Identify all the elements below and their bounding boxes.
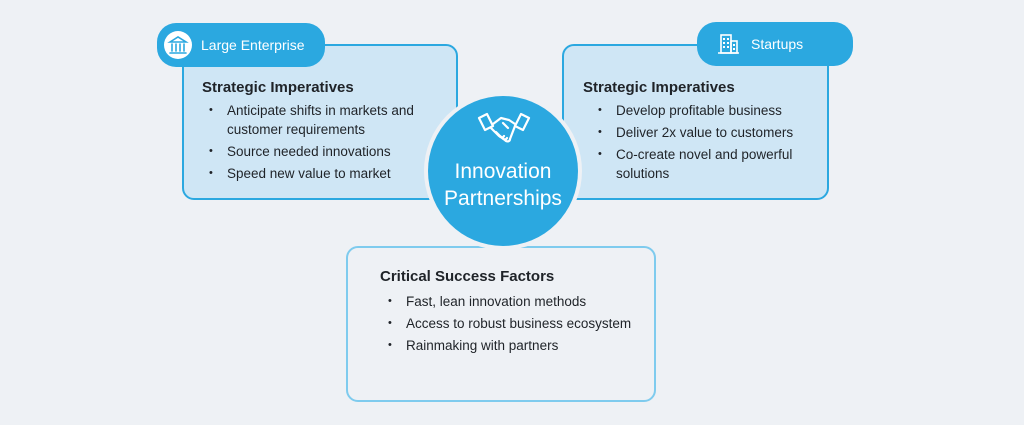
enterprise-bullet: •Source needed innovations	[209, 144, 391, 159]
startups-bullet: •Co-create novel and powerful solutions	[598, 147, 793, 181]
innovation-partnerships-title: Innovation Partnerships	[444, 160, 562, 210]
building-columns-icon	[164, 31, 192, 59]
enterprise-bullet: •Speed new value to market	[209, 166, 391, 181]
bullet-dot: •	[209, 167, 213, 179]
bullet-dot: •	[209, 145, 213, 157]
success-factor-bullet: •Rainmaking with partners	[388, 338, 559, 353]
startups-panel-title: Strategic Imperatives	[583, 79, 735, 96]
bullet-dot: •	[209, 104, 213, 116]
bullet-dot: •	[388, 339, 392, 351]
startups-bullet-list: •Develop profitable business •Deliver 2x…	[592, 101, 828, 186]
innovation-partnerships-hub: Innovation Partnerships	[428, 96, 578, 246]
handshake-icon	[477, 112, 531, 143]
success-factors-title: Critical Success Factors	[380, 268, 555, 285]
bullet-dot: •	[598, 148, 602, 160]
large-enterprise-label: Large Enterprise	[201, 37, 305, 53]
success-factors-bullet-list: •Fast, lean innovation methods •Access t…	[382, 292, 652, 358]
bullet-dot: •	[388, 295, 392, 307]
enterprise-panel: Strategic Imperatives •Anticipate shifts…	[182, 44, 458, 200]
bullet-dot: •	[598, 104, 602, 116]
enterprise-panel-title: Strategic Imperatives	[202, 79, 354, 96]
bullet-dot: •	[598, 126, 602, 138]
success-factor-bullet: •Access to robust business ecosystem	[388, 316, 632, 331]
startups-tab: Startups	[697, 22, 853, 66]
enterprise-bullet-list: •Anticipate shifts in markets and custom…	[203, 101, 453, 186]
office-building-icon	[718, 34, 739, 54]
startups-bullet: •Deliver 2x value to customers	[598, 125, 794, 140]
success-factor-bullet: •Fast, lean innovation methods	[388, 294, 587, 309]
large-enterprise-tab: Large Enterprise	[157, 23, 325, 67]
startups-panel: Strategic Imperatives •Develop profitabl…	[562, 44, 829, 200]
enterprise-bullet: •Anticipate shifts in markets and custom…	[209, 103, 414, 137]
startups-label: Startups	[751, 36, 804, 52]
startups-bullet: •Develop profitable business	[598, 103, 782, 118]
bullet-dot: •	[388, 317, 392, 329]
success-factors-panel: Critical Success Factors •Fast, lean inn…	[346, 246, 656, 402]
